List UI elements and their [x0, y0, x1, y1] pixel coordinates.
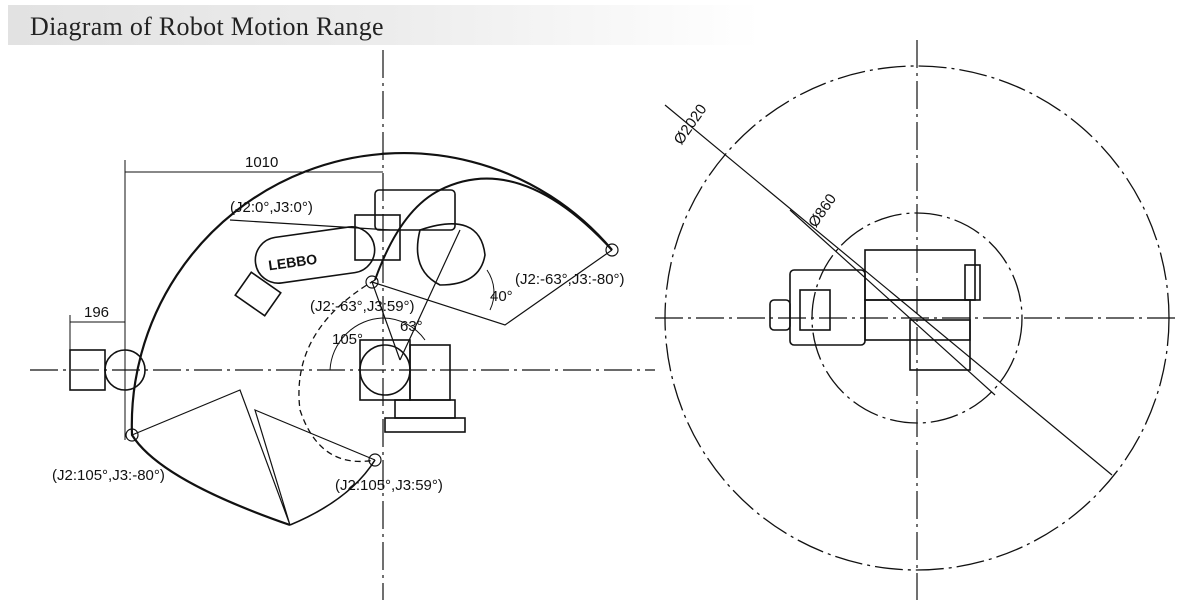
angle-105-label: 105°: [332, 331, 363, 348]
lower-envelope-arc: [289, 459, 376, 526]
robot-base: [359, 339, 466, 433]
outer-envelope-arc: [130, 152, 613, 527]
pose-a-label: (J2:-63°,J3:-80°): [515, 271, 625, 288]
inner-diameter-label: Ø860: [805, 191, 840, 231]
robot-top: [769, 249, 981, 371]
angle-40-label: 40°: [490, 288, 513, 305]
side-view: 1010 196 LEBBO: [30, 50, 655, 600]
inner-envelope-arc: [298, 279, 376, 462]
robot-logo: LEBBO: [267, 251, 318, 274]
top-view: Ø2020 Ø860: [655, 40, 1180, 600]
angle-63-label: 63°: [400, 318, 423, 335]
inner-reach-circle: [811, 212, 1023, 424]
pose-home-label: (J2:0°,J3:0°): [230, 199, 313, 216]
wrist-markers: [125, 243, 619, 467]
dim-offset-label: 196: [84, 304, 109, 321]
outer-reach-circle: [664, 65, 1170, 571]
arm-links: [131, 219, 613, 526]
pose-c-label: (J2:105°,J3:-80°): [52, 467, 165, 484]
pose-d-label: (J2:105°,J3:59°): [335, 477, 443, 494]
upper-envelope-arc: [374, 177, 613, 281]
dim-reach-label: 1010: [245, 154, 278, 171]
robot-home-pose: LEBBO: [69, 189, 486, 391]
page-title: Diagram of Robot Motion Range: [30, 12, 384, 41]
pose-b-label: (J2:-63°,J3:59°): [310, 298, 415, 315]
outer-diameter-label: Ø2020: [671, 101, 711, 148]
title-bar: Diagram of Robot Motion Range: [8, 5, 760, 45]
